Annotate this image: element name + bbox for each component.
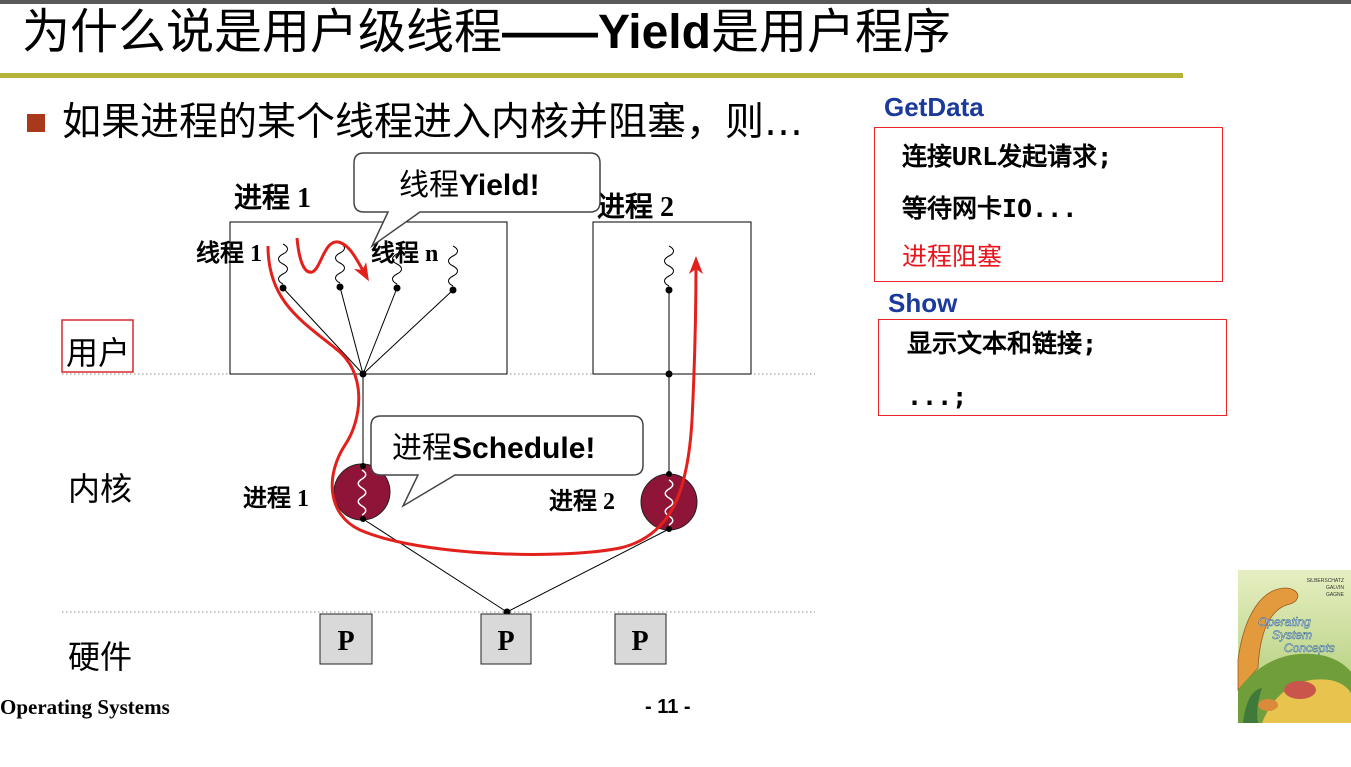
kernel-hardware-link bbox=[362, 518, 508, 613]
thread-n-label: 线程 n bbox=[371, 240, 438, 267]
squiggle-thread-icon bbox=[392, 243, 402, 285]
cover-title-text: Operating bbox=[1258, 615, 1311, 629]
title-part-1: 为什么说是用户级线程 bbox=[22, 4, 503, 60]
dinosaur-neck-shape bbox=[1237, 587, 1299, 692]
code-line: ...; bbox=[907, 382, 968, 411]
process-2-box bbox=[592, 221, 752, 375]
kernel-thread-1-label: 进程 1 bbox=[243, 485, 309, 512]
wavy-thread-icon bbox=[664, 479, 674, 526]
kernel-layer-label: 内核 bbox=[68, 470, 132, 508]
process-schedule-arrow bbox=[266, 245, 703, 556]
yield-callout-actor: 线程 bbox=[399, 168, 459, 203]
thread-1-label: 线程 1 bbox=[196, 240, 262, 267]
user-layer-label: 用户 bbox=[66, 334, 130, 372]
cover-author-text: SILBERSCHATZ bbox=[1307, 578, 1344, 584]
thread-link-line bbox=[339, 286, 364, 375]
yield-callout-text: 线程Yield! bbox=[399, 168, 540, 203]
footer-page-number: - 11 - bbox=[645, 696, 691, 718]
process-1-label: 进程 1 bbox=[234, 182, 311, 214]
processor-label: P bbox=[497, 626, 514, 657]
processor-box bbox=[614, 613, 667, 665]
kernel-thread-node bbox=[666, 471, 672, 477]
thread-link-line bbox=[362, 287, 398, 375]
processor-label: P bbox=[337, 626, 354, 657]
title-part-2: ——Yield bbox=[502, 6, 711, 59]
square-bullet-icon bbox=[27, 114, 45, 132]
code-line: 等待网卡IO... bbox=[902, 194, 1078, 223]
schedule-callout-actor: 进程 bbox=[392, 431, 452, 466]
schedule-callout-action: Schedule! bbox=[452, 432, 595, 465]
kernel-thread-2-label: 进程 2 bbox=[549, 488, 615, 515]
yield-callout-bubble bbox=[353, 152, 601, 249]
yield-callout-action: Yield! bbox=[459, 169, 540, 202]
getdata-code-box: 连接URL发起请求; 等待网卡IO... 进程阻塞 bbox=[874, 127, 1223, 282]
kernel-thread-node bbox=[360, 463, 366, 469]
window-top-edge bbox=[0, 0, 1351, 4]
getdata-title: GetData bbox=[884, 92, 984, 122]
squiggle-thread-icon bbox=[664, 245, 674, 287]
kernel-hardware-link bbox=[506, 528, 670, 613]
code-line-blocked: 进程阻塞 bbox=[902, 242, 1003, 271]
kernel-thread-node bbox=[360, 516, 366, 522]
cover-author-text: GALVIN bbox=[1326, 585, 1344, 591]
thread-yield-arrow bbox=[295, 237, 369, 282]
cover-author-text: GAGNE bbox=[1326, 592, 1345, 598]
schedule-callout-bubble bbox=[370, 415, 644, 508]
thread-node bbox=[449, 286, 457, 294]
title-part-3: 是用户程序 bbox=[710, 4, 951, 60]
processor-box bbox=[480, 613, 532, 665]
code-line: 显示文本和链接; bbox=[907, 329, 1098, 358]
bullet-text: 如果进程的某个线程进入内核并阻塞，则… bbox=[62, 100, 804, 145]
thread-link-line bbox=[282, 287, 364, 375]
process-1-box bbox=[229, 221, 508, 375]
wavy-thread-icon bbox=[357, 469, 367, 516]
processor-label: P bbox=[631, 626, 648, 657]
thread-node bbox=[279, 284, 287, 292]
code-line: 连接URL发起请求; bbox=[902, 142, 1113, 171]
cover-title-text: System bbox=[1272, 628, 1312, 642]
kernel-thread-node bbox=[666, 526, 672, 532]
footer-course-name: Operating Systems bbox=[0, 695, 170, 719]
cover-plant-shape bbox=[1243, 688, 1262, 723]
cover-ground-shape bbox=[1262, 679, 1351, 723]
cover-title-text: Concepts bbox=[1284, 641, 1335, 655]
thread-node bbox=[393, 284, 401, 292]
schedule-callout-text: 进程Schedule! bbox=[392, 431, 595, 466]
thread-link-line bbox=[362, 289, 454, 375]
title-underline bbox=[0, 73, 1183, 78]
show-code-box: 显示文本和链接; ...; bbox=[878, 319, 1227, 416]
hardware-layer-label: 硬件 bbox=[68, 638, 132, 676]
slide-title: 为什么说是用户级线程——Yield是用户程序 bbox=[22, 4, 951, 61]
process-2-label: 进程 2 bbox=[597, 191, 674, 223]
squiggle-thread-icon bbox=[448, 245, 458, 287]
squiggle-thread-icon bbox=[335, 242, 345, 284]
thread-node bbox=[336, 283, 344, 291]
thread-node bbox=[665, 286, 673, 294]
process-1-hub-node bbox=[359, 370, 367, 378]
processor-box bbox=[319, 613, 373, 665]
book-cover-image: SILBERSCHATZ GALVIN GAGNE Operating Syst… bbox=[1237, 570, 1351, 723]
user-layer-highlight-box bbox=[61, 319, 134, 373]
squiggle-thread-icon bbox=[278, 243, 288, 285]
cover-dinosaur-small bbox=[1258, 699, 1278, 711]
show-title: Show bbox=[888, 288, 958, 318]
kernel-thread-2 bbox=[640, 473, 698, 531]
cover-dinosaur-body bbox=[1284, 681, 1316, 699]
process-2-hub-node bbox=[665, 370, 673, 378]
